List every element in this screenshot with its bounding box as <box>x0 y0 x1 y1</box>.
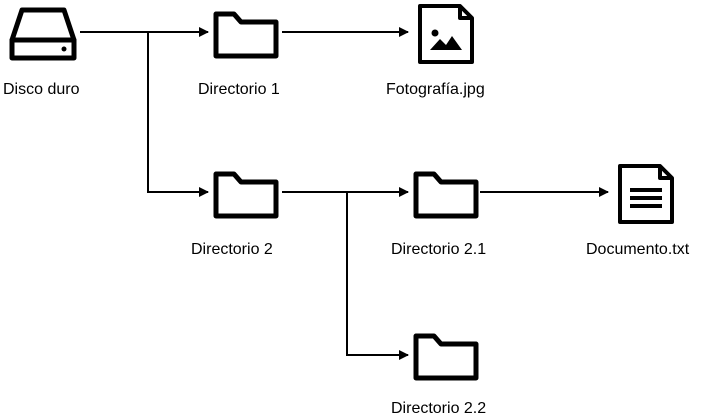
node-label-dir22: Directorio 2.2 <box>391 400 487 417</box>
node-label-dir2: Directorio 2 <box>191 241 273 258</box>
text-file-icon <box>618 164 674 224</box>
node-label-dir1: Directorio 1 <box>198 81 280 98</box>
folder-icon <box>413 333 479 381</box>
folder-icon <box>213 171 279 219</box>
folder-icon <box>213 11 279 59</box>
edge-dir2-dir22 <box>346 192 409 360</box>
hard-drive-icon <box>9 7 77 61</box>
node-label-disk: Disco duro <box>3 81 80 98</box>
edge-disk-dir2 <box>147 32 209 197</box>
image-file-icon <box>418 4 474 64</box>
folder-icon <box>413 171 479 219</box>
node-label-doc: Documento.txt <box>586 241 690 258</box>
node-label-photo: Fotografía.jpg <box>386 81 485 98</box>
node-label-dir21: Directorio 2.1 <box>391 241 487 258</box>
